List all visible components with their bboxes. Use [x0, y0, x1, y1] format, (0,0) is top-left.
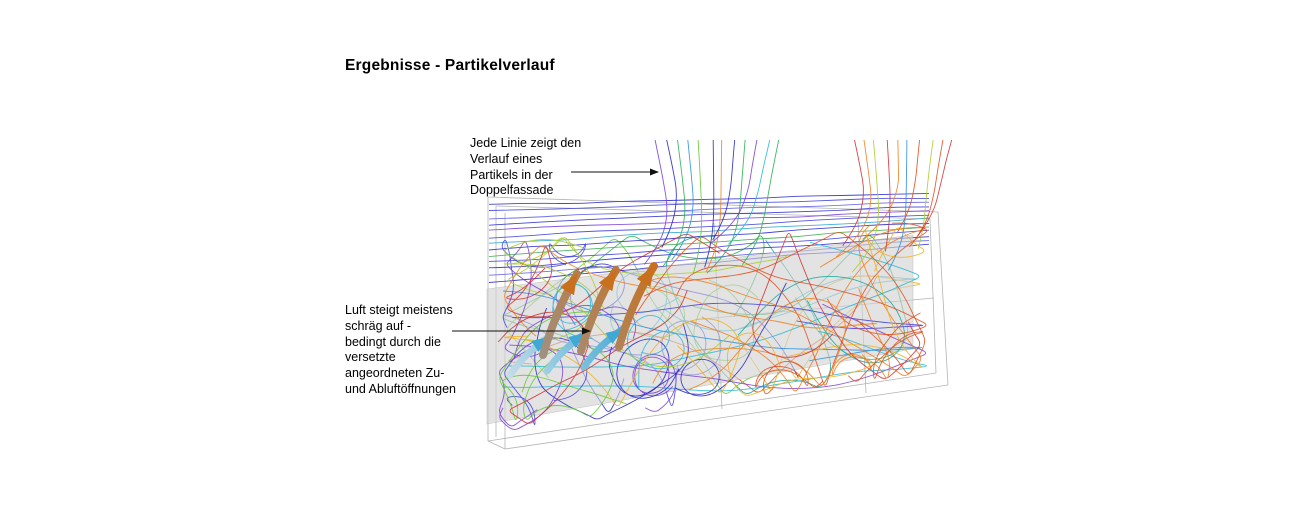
annotation-airflow-note: Luft steigt meistens schräg auf - beding…	[345, 303, 456, 396]
upflow-arrow-cool-icon	[580, 325, 627, 371]
exit-streamline-bundles	[643, 139, 953, 274]
annotation-leaders	[452, 168, 659, 335]
upflow-arrow-warm-icon	[577, 266, 620, 355]
upflow-arrow-warm-icon	[615, 262, 658, 351]
upflow-arrow-warm-icon	[539, 270, 581, 359]
streamlines-front	[497, 222, 928, 430]
annotation-particle-line-note: Jede Linie zeigt den Verlauf eines Parti…	[470, 136, 582, 198]
slide-title: Ergebnisse - Partikelverlauf	[345, 57, 555, 74]
rising-air-arrows	[539, 262, 658, 359]
